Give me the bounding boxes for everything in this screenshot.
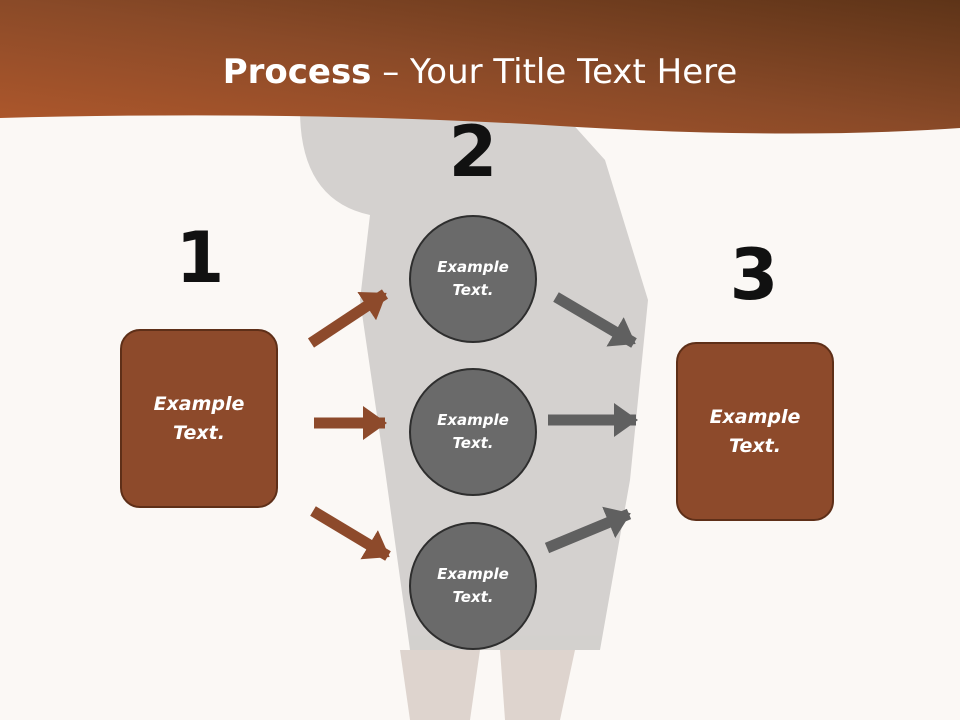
step-1-box: Example Text. — [120, 329, 278, 508]
step-3-number: 3 — [729, 234, 779, 316]
step-2-circle-middle: Example Text. — [409, 368, 537, 496]
step-3-text-line2: Text. — [729, 434, 781, 457]
step-2-circle-top: Example Text. — [409, 215, 537, 343]
arrow-1-to-top — [307, 289, 389, 348]
arrow-top-to-3 — [553, 292, 637, 348]
title-bold: Process — [222, 52, 372, 92]
step-1-text-line2: Text. — [173, 421, 225, 444]
arrow-1-to-bottom — [310, 506, 391, 561]
step-1-number: 1 — [175, 217, 225, 299]
step-3-box: Example Text. — [676, 342, 834, 521]
step-3-text-line1: Example — [709, 405, 801, 428]
circle-bottom-text-line2: Text. — [452, 588, 494, 606]
arrow-bottom-to-3 — [544, 506, 632, 554]
step-1-text-line1: Example — [153, 392, 245, 415]
circle-bottom-text-line1: Example — [437, 565, 509, 583]
circle-top-text-line1: Example — [437, 258, 509, 276]
title-rest: – Your Title Text Here — [371, 52, 738, 92]
page-title: Process – Your Title Text Here — [0, 52, 960, 92]
step-2-circle-bottom: Example Text. — [409, 522, 537, 650]
header-band — [0, 0, 960, 134]
circle-middle-text-line1: Example — [437, 411, 509, 429]
step-2-number: 2 — [448, 111, 498, 193]
circle-middle-text-line2: Text. — [452, 434, 494, 452]
circle-top-text-line2: Text. — [452, 281, 494, 299]
